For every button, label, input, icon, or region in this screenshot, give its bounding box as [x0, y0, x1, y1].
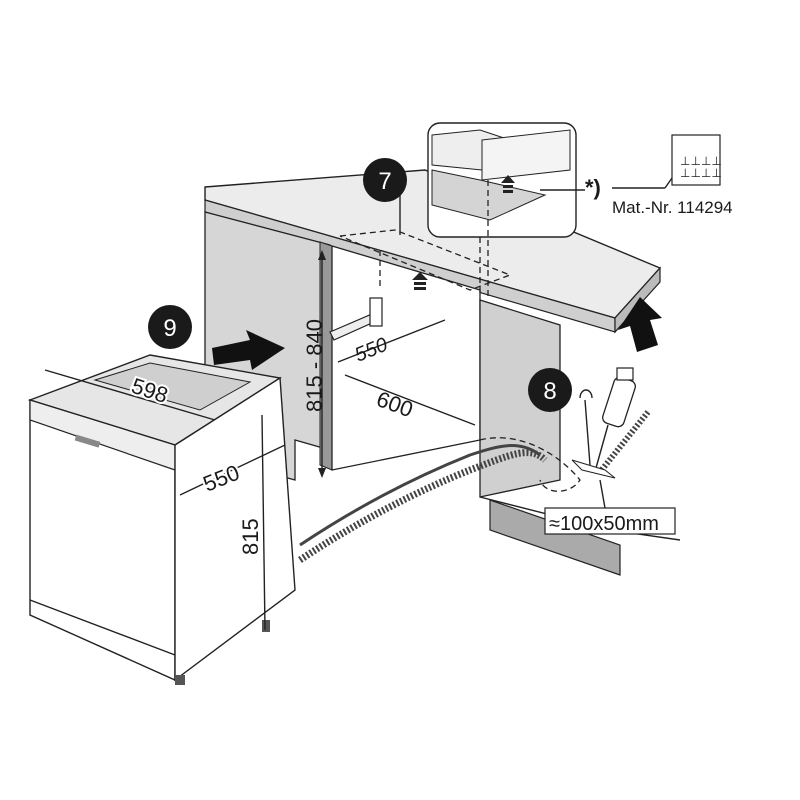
step-7-number: 7: [378, 168, 391, 195]
appliance-height-label: 815: [238, 518, 263, 555]
niche-height-label: 815 - 840: [302, 319, 327, 412]
screw-pack-icon: ⊥⊥⊥⊥ ⊥⊥⊥⊥: [671, 134, 722, 186]
opening-size-box: [544, 507, 676, 535]
step-8-number: 8: [543, 378, 556, 405]
svg-text:⊥⊥⊥⊥: ⊥⊥⊥⊥: [680, 166, 722, 180]
slide-in-arrow-icon: [212, 330, 285, 370]
appliance-dimension-lines: [44, 369, 286, 631]
arrow-up-icon: [618, 297, 662, 352]
step-9-number: 9: [163, 315, 176, 342]
step-8-badge: 8: [528, 368, 572, 412]
hose: [298, 449, 548, 563]
detail-inset: [427, 122, 585, 300]
svg-text:⊥⊥⊥⊥: ⊥⊥⊥⊥: [680, 154, 722, 168]
step-7-badge: 7: [363, 158, 407, 235]
footnote-mark: *): [585, 175, 601, 200]
connectors-icon: [571, 367, 651, 479]
opening-size-label: ≈100x50mm: [549, 513, 659, 535]
arrow-up-small-icon: [412, 272, 428, 290]
niche-dimension-lines: [318, 250, 476, 478]
mounting-bracket-icon: [329, 297, 383, 341]
part-number-label: Mat.-Nr. 114294: [612, 198, 733, 217]
step-9-badge: 9: [148, 305, 192, 349]
